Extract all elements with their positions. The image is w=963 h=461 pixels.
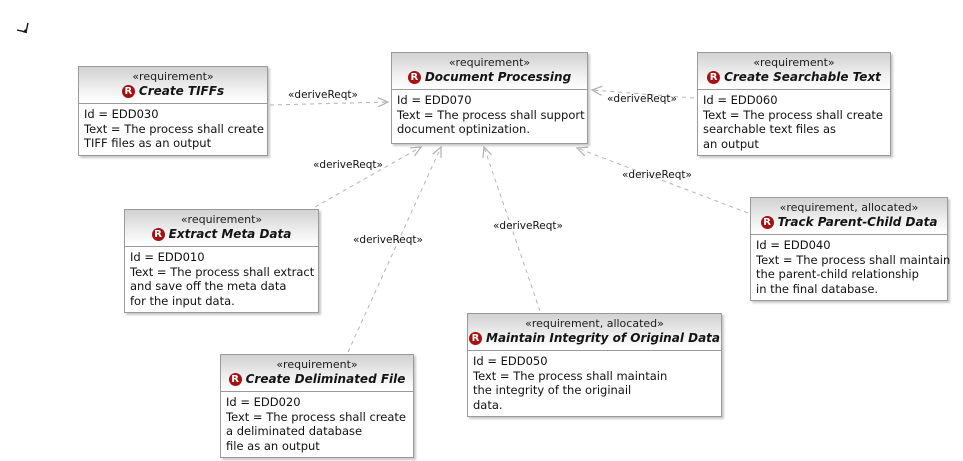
requirement-title: Maintain Integrity of Original Data [486, 331, 721, 345]
requirement-property-line: Text = The process shall create [226, 409, 406, 424]
requirement-property-line: Text = The process shall create [84, 121, 264, 136]
requirement-property-line: a deliminated database [226, 424, 363, 438]
cursor-artifact-icon [16, 22, 29, 34]
requirement-R-icon: R [407, 71, 421, 84]
derive-reqt-edge-meta_to_doc [314, 146, 423, 208]
requirement-title: Create Searchable Text [724, 70, 881, 84]
stereotype-label: «requirement» [753, 56, 835, 69]
requirement-property-line: Text = The process shall extract [130, 264, 315, 279]
requirement-title: Create TIFFs [138, 84, 225, 98]
stereotype-label: «requirement» [132, 70, 214, 83]
requirement-property-line: data. [473, 397, 503, 412]
requirement-property-line: and save off the meta data [130, 279, 287, 293]
requirement-property-line: file as an output [226, 438, 320, 453]
derive-reqt-edge-tiffs_to_doc [269, 97, 390, 108]
requirement-property-line: searchable text files as [703, 122, 837, 136]
requirement-property-line: Text = The process shall support [397, 107, 585, 122]
requirement-R-icon: R [151, 228, 165, 241]
edge-label-meta_to_doc: «deriveReqt» [313, 159, 383, 171]
requirement-property-line: Id = EDD030 [84, 107, 159, 121]
requirement-property-line: Text = The process shall maintain [756, 252, 951, 267]
requirement-R-icon: R [707, 71, 721, 84]
requirement-title: Create Deliminated File [245, 372, 406, 386]
stereotype-label: «requirement» [180, 213, 263, 226]
edge-label-integrity_to_doc: «deriveReqt» [493, 220, 563, 232]
requirement-property-line: the integrity of the originail [473, 383, 632, 397]
edge-label-track_to_doc: «deriveReqt» [622, 169, 692, 181]
stereotype-label: «requirement» [448, 56, 531, 69]
requirement-R-icon: R [760, 216, 774, 229]
requirement-property-line: in the final database. [756, 281, 879, 296]
requirement-property-line: for the input data. [130, 293, 235, 308]
requirement-property-line: Text = The process shall create [703, 107, 883, 122]
requirement-R-icon: R [228, 373, 242, 386]
requirement-R-icon: R [121, 85, 135, 98]
requirement-property-line: Id = EDD070 [397, 93, 472, 107]
requirement-property-line: Id = EDD020 [226, 395, 301, 409]
requirement-box-maintain_integrity[interactable]: «requirement, allocated» R Maintain Integr… [467, 313, 722, 417]
edge-label-deliminated_to_doc: «deriveReqt» [353, 234, 423, 246]
requirement-header-maintain_integrity: «requirement, allocated» R Maintain Integr… [468, 314, 721, 351]
stereotype-label: «requirement» [276, 358, 358, 371]
requirement-property-line: an output [703, 136, 759, 151]
edge-label-tiffs_to_doc: «deriveReqt» [288, 89, 358, 101]
requirement-title: Extract Meta Data [168, 227, 292, 241]
requirement-property-line: Id = EDD050 [473, 354, 548, 368]
requirement-property-line: Id = EDD040 [756, 238, 831, 252]
requirement-title-row: R Maintain Integrity of Original Data [469, 331, 720, 346]
requirement-property-line: Id = EDD010 [130, 250, 205, 264]
requirement-property-line: document optinization. [397, 122, 530, 136]
derive-reqt-edge-deliminated_to_doc [347, 145, 442, 353]
requirement-title: Track Parent-Child Data [777, 215, 938, 229]
stereotype-label: «requirement, allocated» [779, 201, 919, 214]
stereotype-label: «requirement, allocated» [525, 317, 664, 330]
requirement-title: Document Processing [424, 70, 572, 84]
edge-label-searchable_to_doc: «deriveReqt» [607, 93, 677, 105]
requirement-property-line: the parent-child relationship [756, 267, 919, 281]
requirement-property-line: TIFF files as an output [84, 136, 212, 150]
requirement-property-line: Text = The process shall maintain [473, 368, 668, 383]
requirement-R-icon: R [469, 332, 482, 345]
requirement-property-line: Id = EDD060 [703, 93, 778, 107]
